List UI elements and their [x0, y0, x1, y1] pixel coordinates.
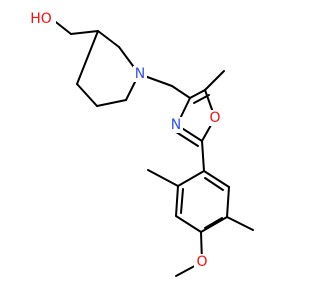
molecule-canvas: HO N N O O	[26, 10, 254, 277]
bond-ch2-c3	[70, 30, 99, 35]
oxazole-o-label-bg	[208, 110, 222, 126]
bond-c6-c5	[96, 99, 127, 107]
bond-ar5-ar6	[226, 186, 230, 218]
oxazole-o-label: O	[209, 110, 220, 126]
methoxy-o-label: O	[196, 254, 207, 270]
oxazole-n-label-bg	[169, 117, 183, 133]
bond-ar-double-a	[180, 188, 184, 214]
piperidine-n-label: N	[135, 66, 145, 82]
molecule-structure: HO N N O O	[26, 10, 254, 277]
hydroxyl-label: HO	[30, 11, 52, 27]
methoxy-o-label-bg	[194, 254, 210, 270]
bond-c4-c3	[76, 30, 99, 85]
piperidine-n-label-bg	[133, 66, 147, 82]
bond-aryl-methyl-left	[147, 169, 179, 187]
bond-ar6-ar1	[203, 170, 230, 188]
bond-ar2-ar3	[175, 185, 179, 217]
bond-ar1-ar2	[177, 170, 205, 187]
oxazole-n-label: N	[171, 117, 181, 133]
bond-c5-c4	[76, 83, 98, 107]
bond-ar-double-b	[204, 217, 223, 229]
bond-oxazole-aryl	[201, 140, 205, 172]
bond-c4-c5	[189, 89, 206, 99]
bond-ar4-ar5	[200, 216, 228, 233]
hydroxyl-label-bg	[26, 10, 56, 28]
bond-aryl-methyl-right	[226, 216, 254, 231]
bond-ch2-oxazole	[171, 85, 191, 99]
bond-c3-c2	[97, 30, 120, 48]
bond-ar3-ar4	[175, 215, 202, 233]
bond-oxazole-methyl	[204, 70, 225, 91]
bond-ar-double-c	[204, 177, 224, 191]
